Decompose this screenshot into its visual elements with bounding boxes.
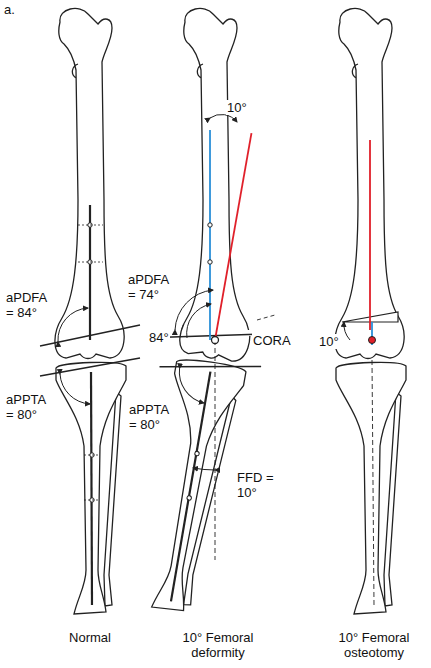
angle-label: aPPTA = 80° <box>6 392 54 422</box>
angle-label: aPDFA = 74° <box>128 272 176 302</box>
angle-label: 84° <box>148 330 170 345</box>
angle-label: aPDFA = 84° <box>6 290 54 320</box>
angle-label: aPPTA = 80° <box>128 402 178 432</box>
figure-letter: a. <box>4 2 15 17</box>
angle-label: FFD = 10° <box>236 470 282 500</box>
angle-label: 10° <box>226 100 248 115</box>
caption-label: Normal <box>45 630 135 645</box>
point-label: CORA <box>252 333 292 348</box>
angle-label: 10° <box>318 334 340 349</box>
caption-label: 10° Femoral deformity <box>168 630 268 660</box>
caption-label: 10° Femoral osteotomy <box>324 630 424 660</box>
